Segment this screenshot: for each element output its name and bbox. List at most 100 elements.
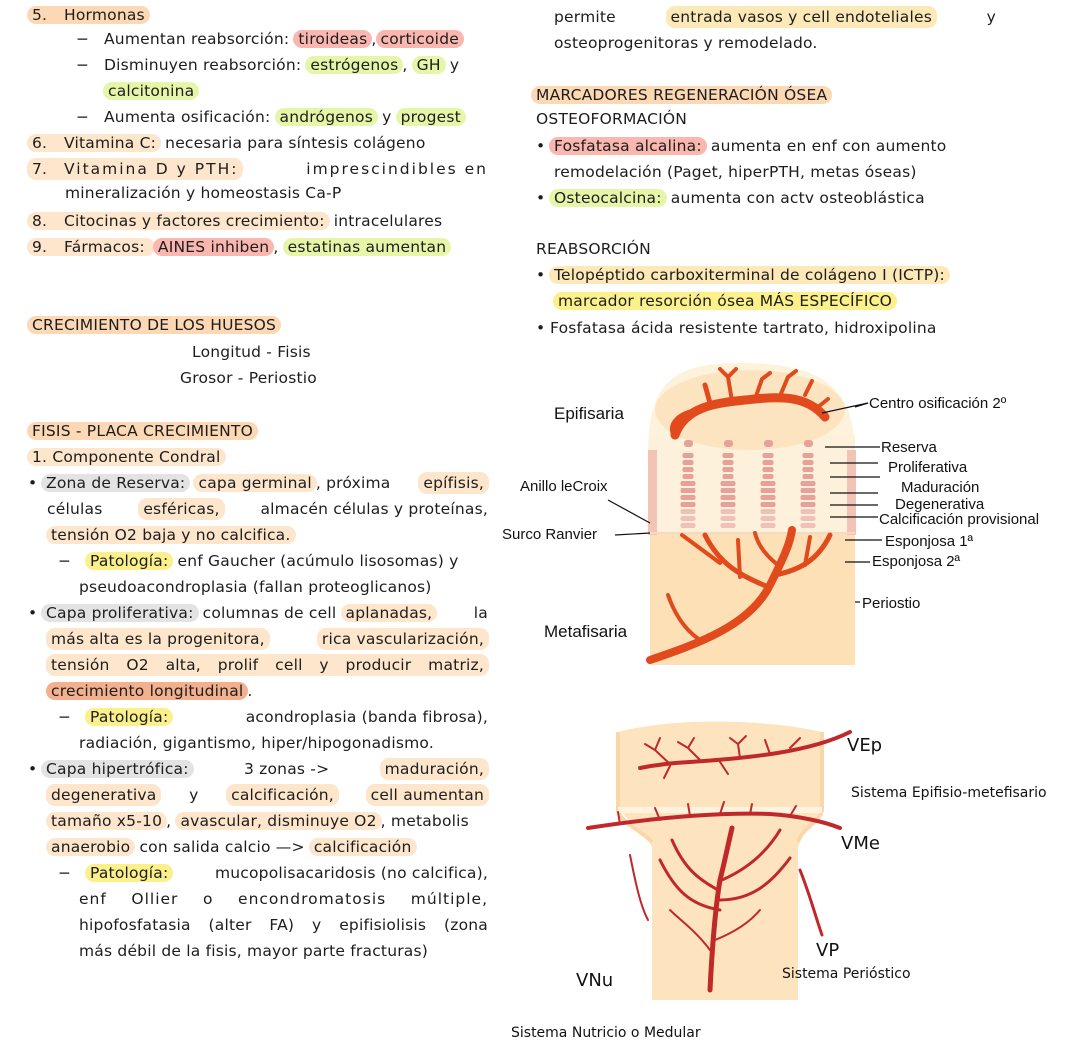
patologia-2-line-2: radiación, gigantismo, hiper/hipogonadis… [79, 734, 434, 752]
chondrocyte [680, 481, 696, 486]
chondrocyte [720, 523, 736, 528]
chondrocyte [762, 474, 774, 479]
physis-diagram [607, 363, 882, 665]
chondrocyte [802, 474, 814, 479]
chondrocyte [680, 488, 696, 493]
label-vnu: VNu [576, 970, 614, 991]
patologia-3: −Patología:mucopolisacaridosis (no calci… [58, 864, 488, 882]
chondrocyte [804, 440, 813, 447]
chondrocyte [800, 523, 816, 528]
chondrocyte [682, 453, 694, 458]
chondrocyte [720, 502, 736, 507]
label-reserva: Reserva [881, 439, 937, 456]
chondrocyte [680, 495, 696, 500]
reserva-line-1: •Zona de Reserva: capa germinal, próxima… [28, 472, 489, 494]
label-anillo-lecroix: Anillo leCroix [520, 478, 608, 495]
vessel-vnu [707, 825, 735, 993]
label-degenerativa: Degenerativa [895, 496, 985, 513]
chondrocyte [800, 509, 816, 514]
citocinas: 8.Citocinas y factores crecimiento: intr… [27, 210, 442, 232]
label-sistema-nutricio: Sistema Nutricio o Medular [511, 1025, 701, 1041]
chondrocyte [682, 467, 694, 472]
chondrocyte [720, 509, 736, 514]
proliferativa-line-1: •Capa proliferativa: columnas de cell ap… [28, 604, 488, 622]
chondrocyte [684, 440, 693, 447]
chondrocyte [720, 488, 736, 493]
lecroix-ring [648, 450, 657, 535]
fosfatasa-acida: •Fosfatasa ácida resistente tartrato, hi… [536, 319, 937, 337]
label-calcificacion-provisional: Calcificación provisional [879, 511, 1040, 528]
metaphyseal-vessel [646, 526, 833, 664]
hormonas-heading: 5.Hormonas [27, 4, 150, 26]
secondary-ossification-area [655, 370, 845, 450]
proliferativa-line-2: más alta es la progenitora,rica vascular… [46, 628, 489, 650]
chondrocyte [760, 481, 776, 486]
vessel-vep [638, 730, 852, 770]
patologia-1-line-2: pseudoacondroplasia (fallan proteoglican… [79, 578, 432, 596]
hormonas-line-1: −Aumentan reabsorción: tiroideas,cortico… [76, 28, 464, 50]
vessel-vp [798, 868, 824, 937]
chondrocyte [680, 502, 696, 507]
patologia-2: −Patología:acondroplasia (banda fibrosa)… [58, 708, 488, 726]
chondrocyte [722, 467, 734, 472]
componente-condral: 1. Componente Condral [27, 446, 226, 468]
epiphyseal-vessel [670, 367, 830, 440]
proliferativa-line-4: crecimiento longitudinal. [46, 680, 253, 702]
chondrocyte [760, 495, 776, 500]
chondrocyte [760, 516, 776, 521]
label-proliferativa: Proliferativa [888, 459, 968, 476]
chondrocyte [760, 509, 776, 514]
hipertrofica-line-3: tamaño x5-10, avascular, disminuye O2, m… [46, 810, 469, 832]
fosfatasa-alcalina: •Fosfatasa alcalina: aumenta en enf con … [536, 137, 947, 155]
label-maduracion: Maduración [901, 479, 980, 496]
cartilage-zone [650, 435, 855, 535]
label-sistema-periostico: Sistema Perióstico [782, 966, 911, 982]
fosfatasa-alcalina-line-2: remodelación (Paget, hiperPTH, metas óse… [554, 163, 917, 181]
chondrocyte [720, 495, 736, 500]
farmacos: 9.Fármacos: AINES inhiben, estatinas aum… [27, 236, 452, 258]
reserva-line-3: tensión O2 baja y no calcifica. [46, 524, 296, 546]
osteocalcina: •Osteocalcina: aumenta con actv osteoblá… [536, 189, 925, 207]
chondrocyte [680, 516, 696, 521]
vascular-diagram [586, 721, 852, 1000]
chondrocyte [682, 460, 694, 465]
chondrocyte [680, 509, 696, 514]
hormonas-line-2: −Disminuyen reabsorción: estrógenos, GH … [76, 56, 460, 74]
hormonas-line-4: −Aumenta osificación: andrógenos y proge… [76, 106, 466, 128]
crecimiento-longitud: Longitud - Fisis [192, 343, 311, 361]
chondrocyte [760, 523, 776, 528]
chondrocyte [800, 516, 816, 521]
label-sistema-epifisio: Sistema Epifisio-metefisario [851, 785, 1047, 801]
vitamina-d: 7.Vitamina D y PTH:imprescindibles en [27, 158, 488, 180]
chondrocyte [722, 460, 734, 465]
chondrocyte [800, 481, 816, 486]
label-centro-osificacion: Centro osificación 2º [869, 395, 1007, 412]
chondrocyte [762, 467, 774, 472]
chondrocyte [682, 474, 694, 479]
chondrocyte [802, 467, 814, 472]
hipertrofica-line-1: •Capa hipertrófica:3 zonas ->maduración, [28, 758, 489, 780]
chondrocyte [800, 502, 816, 507]
vitamina-c: 6.Vitamina C: necesaria para síntesis co… [27, 132, 426, 154]
label-epifisaria: Epifisaria [554, 404, 624, 423]
chondrocyte [722, 453, 734, 458]
chondrocyte [724, 440, 733, 447]
reabsorcion-title: REABSORCIÓN [536, 240, 651, 258]
chondrocyte [720, 481, 736, 486]
chondrocyte [800, 495, 816, 500]
label-periostio: Periostio [862, 595, 921, 612]
chondrocyte [680, 523, 696, 528]
label-vep: VEp [847, 735, 883, 756]
label-vp: VP [816, 940, 840, 961]
label-vme: VMe [841, 833, 880, 854]
crecimiento-heading: CRECIMIENTO DE LOS HUESOS [27, 314, 282, 336]
vitamina-d-line-2: mineralización y homeostasis Ca-P [65, 184, 342, 202]
hormonas-line-3: calcitonina [103, 80, 200, 102]
chondrocyte [720, 516, 736, 521]
proliferativa-line-3: tensión O2 alta, prolif cell y producir … [46, 654, 489, 676]
bone-shape [618, 721, 822, 1000]
label-esponjosa-1: Esponjosa 1ª [885, 533, 974, 550]
